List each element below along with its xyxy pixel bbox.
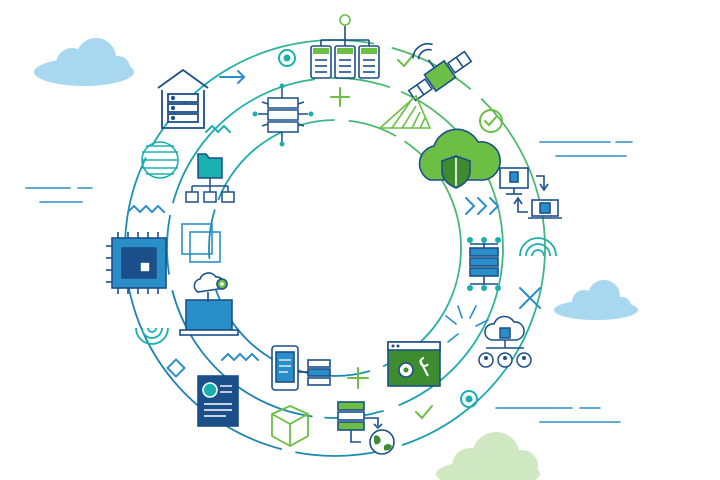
cloud-shield-icon [418, 128, 501, 189]
laptop-cloud-icon [179, 272, 239, 336]
mobile-device-icon [271, 345, 331, 391]
node-server-icon [252, 83, 314, 147]
satellite-icon [407, 43, 473, 102]
cloud-top-left [34, 38, 134, 86]
globe-icon [369, 429, 395, 455]
cloud-right [554, 280, 638, 320]
wifi-signal-icon [519, 237, 557, 257]
network-server-icon [310, 14, 380, 79]
document-icon [197, 375, 239, 427]
cloud-users-icon [478, 315, 532, 368]
folder-network-icon [185, 153, 235, 203]
signal-arc-icon [135, 327, 169, 345]
server-hierarchy-icon [467, 237, 501, 291]
cloud-server-icon [337, 401, 383, 443]
microchip-icon [106, 232, 167, 294]
triangle-hatch-icon [377, 94, 432, 129]
layers-icon [181, 223, 221, 263]
cube-icon [271, 405, 309, 448]
computer-transfer-icon [499, 167, 562, 219]
ring-marks [127, 49, 541, 420]
cloud-bottom [436, 432, 540, 480]
decor-dashes [25, 141, 633, 423]
grid-sphere-icon [141, 141, 179, 179]
data-center-icon [157, 68, 209, 129]
browser-settings-icon [387, 341, 441, 387]
